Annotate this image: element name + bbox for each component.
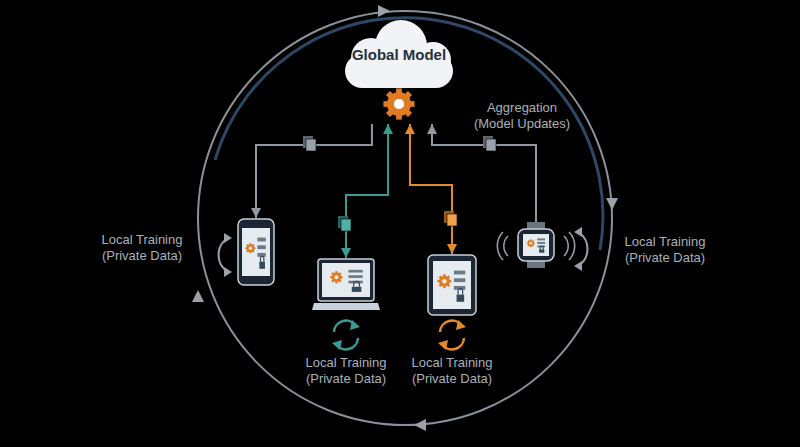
lock-shackle: [354, 281, 360, 286]
icon-part: [528, 240, 534, 246]
lock-shackle: [260, 256, 263, 261]
phone-device: Local Training (Private Data): [237, 218, 275, 286]
ring-arrowhead: [378, 5, 390, 17]
lock-body: [259, 262, 265, 269]
icon-part: [246, 244, 254, 252]
gear-icon: [330, 271, 342, 283]
ring-arrowhead: [192, 290, 204, 302]
icon-part: [439, 276, 450, 287]
icon-part: [394, 99, 404, 109]
cloud-outline: [333, 10, 465, 124]
laptop-base: [312, 303, 380, 310]
update-document: [483, 136, 496, 151]
icon-part: [387, 92, 411, 116]
global-model-cloud: Global Model: [333, 10, 465, 124]
annotation-label: Aggregation (Model Updates): [468, 100, 576, 132]
data-row: [257, 245, 265, 249]
local-loop-arrowhead: [574, 261, 582, 271]
data-row: [537, 238, 545, 240]
wireless-arc: [564, 236, 568, 256]
model-update-arrow: [432, 124, 536, 222]
local-loop-arrowhead: [224, 267, 232, 277]
wireless-arc: [497, 232, 503, 260]
icon-part: [332, 273, 342, 283]
device-label: Local Training (Private Data): [392, 355, 512, 387]
device-label: Local Training (Private Data): [286, 355, 406, 387]
model-update-arrow: [256, 124, 372, 218]
refresh-icon: [350, 320, 360, 330]
wireless-arc: [504, 236, 508, 256]
device-screen: [242, 228, 270, 276]
data-row: [454, 278, 465, 282]
laptop-lid: [318, 259, 374, 301]
refresh-icon: [438, 340, 448, 350]
device-label: Local Training (Private Data): [615, 234, 715, 266]
data-row: [537, 242, 545, 244]
lock-shackle: [540, 246, 543, 249]
node-title: Global Model: [333, 46, 465, 64]
watch-outline: [514, 222, 558, 268]
refresh-icon: [456, 320, 466, 330]
refresh-icon: [332, 340, 342, 350]
icon-part: [530, 242, 533, 245]
phone-outline: [237, 218, 275, 286]
icon-part: [334, 275, 338, 279]
device-screen: [322, 263, 370, 297]
gear-icon: [245, 243, 255, 253]
document-sheet: [306, 139, 316, 151]
lock-body: [457, 295, 465, 302]
document-sheet: [447, 214, 457, 226]
lock-body: [352, 287, 362, 292]
document-sheet: [486, 139, 496, 151]
device-label: Local Training (Private Data): [92, 232, 192, 264]
device-screen: [433, 261, 471, 309]
gear-icon: [527, 239, 535, 247]
gear-icon: [383, 88, 414, 119]
watch-body: [518, 229, 554, 261]
gear-hub: [394, 99, 404, 109]
data-row: [454, 271, 465, 275]
wireless-arc: [569, 232, 575, 260]
gear-icon: [437, 274, 451, 288]
update-document: [303, 136, 316, 151]
icon-part: [442, 279, 446, 283]
lock-shackle: [458, 289, 463, 295]
lock-body: [539, 249, 544, 252]
smartwatch-device: Local Training (Private Data): [514, 222, 558, 268]
local-loop-arrowhead: [224, 233, 232, 243]
ring-arrowhead: [414, 419, 426, 431]
local-loop-arrow: [578, 232, 587, 266]
update-document: [338, 216, 351, 231]
local-loop-arrow: [219, 238, 228, 272]
data-row: [348, 270, 362, 273]
tablet-outline: [427, 254, 477, 316]
cycle-ring: [198, 11, 612, 425]
ring-arrowhead: [606, 198, 618, 210]
laptop-device: Local Training (Private Data): [312, 258, 380, 312]
phone-body: [238, 219, 274, 285]
document-sheet: [341, 219, 351, 231]
tablet-body: [428, 255, 476, 315]
laptop-outline: [312, 258, 380, 312]
local-loop-arrowhead: [574, 227, 582, 237]
update-document: [444, 211, 457, 226]
device-screen: [523, 234, 549, 256]
data-row: [348, 275, 362, 278]
data-row: [257, 238, 265, 242]
icon-part: [249, 247, 252, 250]
model-update-arrow: [346, 124, 388, 258]
model-update-arrow: [410, 124, 452, 254]
tablet-device: Local Training (Private Data): [427, 254, 477, 316]
